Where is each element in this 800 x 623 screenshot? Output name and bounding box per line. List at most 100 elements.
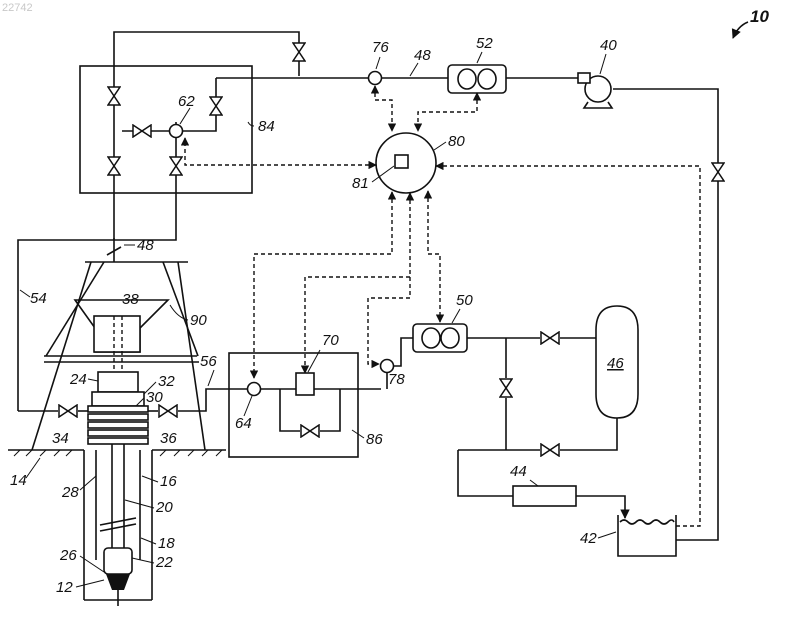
label-18: 18	[158, 535, 175, 552]
label-56: 56	[200, 353, 217, 370]
manifold-box	[80, 66, 252, 193]
casing	[96, 450, 140, 560]
label-70: 70	[322, 332, 339, 349]
leader-12	[76, 580, 104, 587]
pit-fluid-surface	[620, 520, 674, 524]
leader-24	[88, 379, 98, 381]
hole-bottom	[84, 590, 152, 606]
label-16: 16	[160, 473, 177, 490]
signal-62-80	[185, 138, 376, 165]
pump-40-outlet	[578, 73, 590, 83]
bop-ring-4	[88, 430, 148, 436]
label-46: 46	[607, 355, 624, 372]
return-line-54	[18, 122, 176, 411]
leader-76	[376, 57, 380, 69]
wellbore: 14 28 16 20 18 22 26 12	[8, 444, 226, 606]
label-28: 28	[61, 484, 79, 501]
label-36: 36	[160, 430, 177, 447]
sensor-64	[248, 383, 261, 396]
bop-ring-5	[88, 438, 148, 444]
signal-42-80	[436, 166, 700, 526]
leader-42	[598, 532, 616, 538]
label-32: 32	[158, 373, 175, 390]
bypass-line	[114, 32, 299, 240]
manifold-valve-1	[108, 87, 120, 105]
leader-28	[80, 476, 96, 490]
label-81: 81	[352, 175, 369, 192]
label-90: 90	[190, 312, 207, 329]
label-86: 86	[366, 431, 383, 448]
signal-64-80	[254, 192, 392, 378]
leader-84	[248, 122, 254, 126]
choke-bypass-valve	[301, 425, 319, 437]
leader-54	[20, 290, 30, 297]
signal-78-80	[368, 277, 410, 364]
manifold-valve-4	[210, 97, 222, 115]
label-12: 12	[56, 579, 73, 596]
top-drive-38	[94, 316, 140, 352]
separation-system: 78 50 46 44 42	[381, 292, 677, 556]
label-44: 44	[510, 463, 527, 480]
leader-44	[530, 480, 538, 486]
leader-50	[452, 309, 460, 323]
manifold-84: 62 84	[18, 32, 305, 411]
manifold-valve-5	[170, 157, 182, 175]
label-64: 64	[235, 415, 252, 432]
label-78: 78	[388, 371, 405, 388]
sensor-62	[170, 125, 183, 138]
supply-line-48: 76 48 52 40	[216, 35, 724, 540]
signal-50-80	[428, 191, 440, 322]
drill-bit-26	[106, 574, 130, 590]
choke-70	[296, 373, 314, 395]
label-40: 40	[600, 37, 617, 54]
valve-34	[59, 405, 77, 417]
label-30: 30	[146, 389, 163, 406]
rotating-head-24	[98, 372, 138, 392]
device-44	[513, 486, 576, 506]
valve-46-drain	[541, 444, 559, 456]
choke-manifold-86: 70 64 86	[229, 332, 383, 457]
label-38: 38	[122, 291, 139, 308]
line-to-44	[458, 450, 513, 496]
label-48-left: 48	[137, 237, 154, 254]
signal-70-80	[305, 193, 410, 373]
leader-64	[244, 396, 252, 416]
drill-string-20	[112, 444, 124, 555]
valve-36	[159, 405, 177, 417]
processor-81	[395, 155, 408, 168]
leader-16	[142, 476, 158, 482]
label-76: 76	[372, 39, 389, 56]
figure-ref-label: 10	[750, 7, 769, 26]
manifold-valve-3	[133, 125, 151, 137]
label-62: 62	[178, 93, 195, 110]
bop-32	[92, 392, 144, 406]
rig-90: 48 38 90 54 24 32 30 34 36 56	[18, 237, 229, 450]
label-20: 20	[155, 499, 173, 516]
bop-ring-1	[88, 406, 148, 412]
leader-62	[180, 108, 190, 124]
label-34: 34	[52, 430, 69, 447]
bypass-valve	[293, 43, 305, 61]
label-22: 22	[155, 554, 173, 571]
label-52: 52	[476, 35, 493, 52]
leader-14	[26, 458, 40, 478]
label-48-top: 48	[414, 47, 431, 64]
suction-valve	[712, 163, 724, 181]
label-42: 42	[580, 530, 597, 547]
leader-18	[141, 538, 156, 544]
leader-48-top	[410, 63, 418, 76]
bop-ring-2	[88, 414, 148, 420]
leader-56	[208, 370, 214, 386]
signal-76-80	[375, 86, 392, 131]
break-mark-string	[100, 518, 136, 531]
device-52	[448, 65, 506, 93]
valve-to-46	[541, 332, 559, 344]
signal-52-80	[418, 93, 477, 131]
label-84: 84	[258, 118, 275, 135]
label-14: 14	[10, 472, 27, 489]
bop-ring-3	[88, 422, 148, 428]
bha-22	[104, 548, 132, 574]
figure-ref-arrow	[733, 22, 748, 38]
leader-40	[600, 54, 606, 74]
